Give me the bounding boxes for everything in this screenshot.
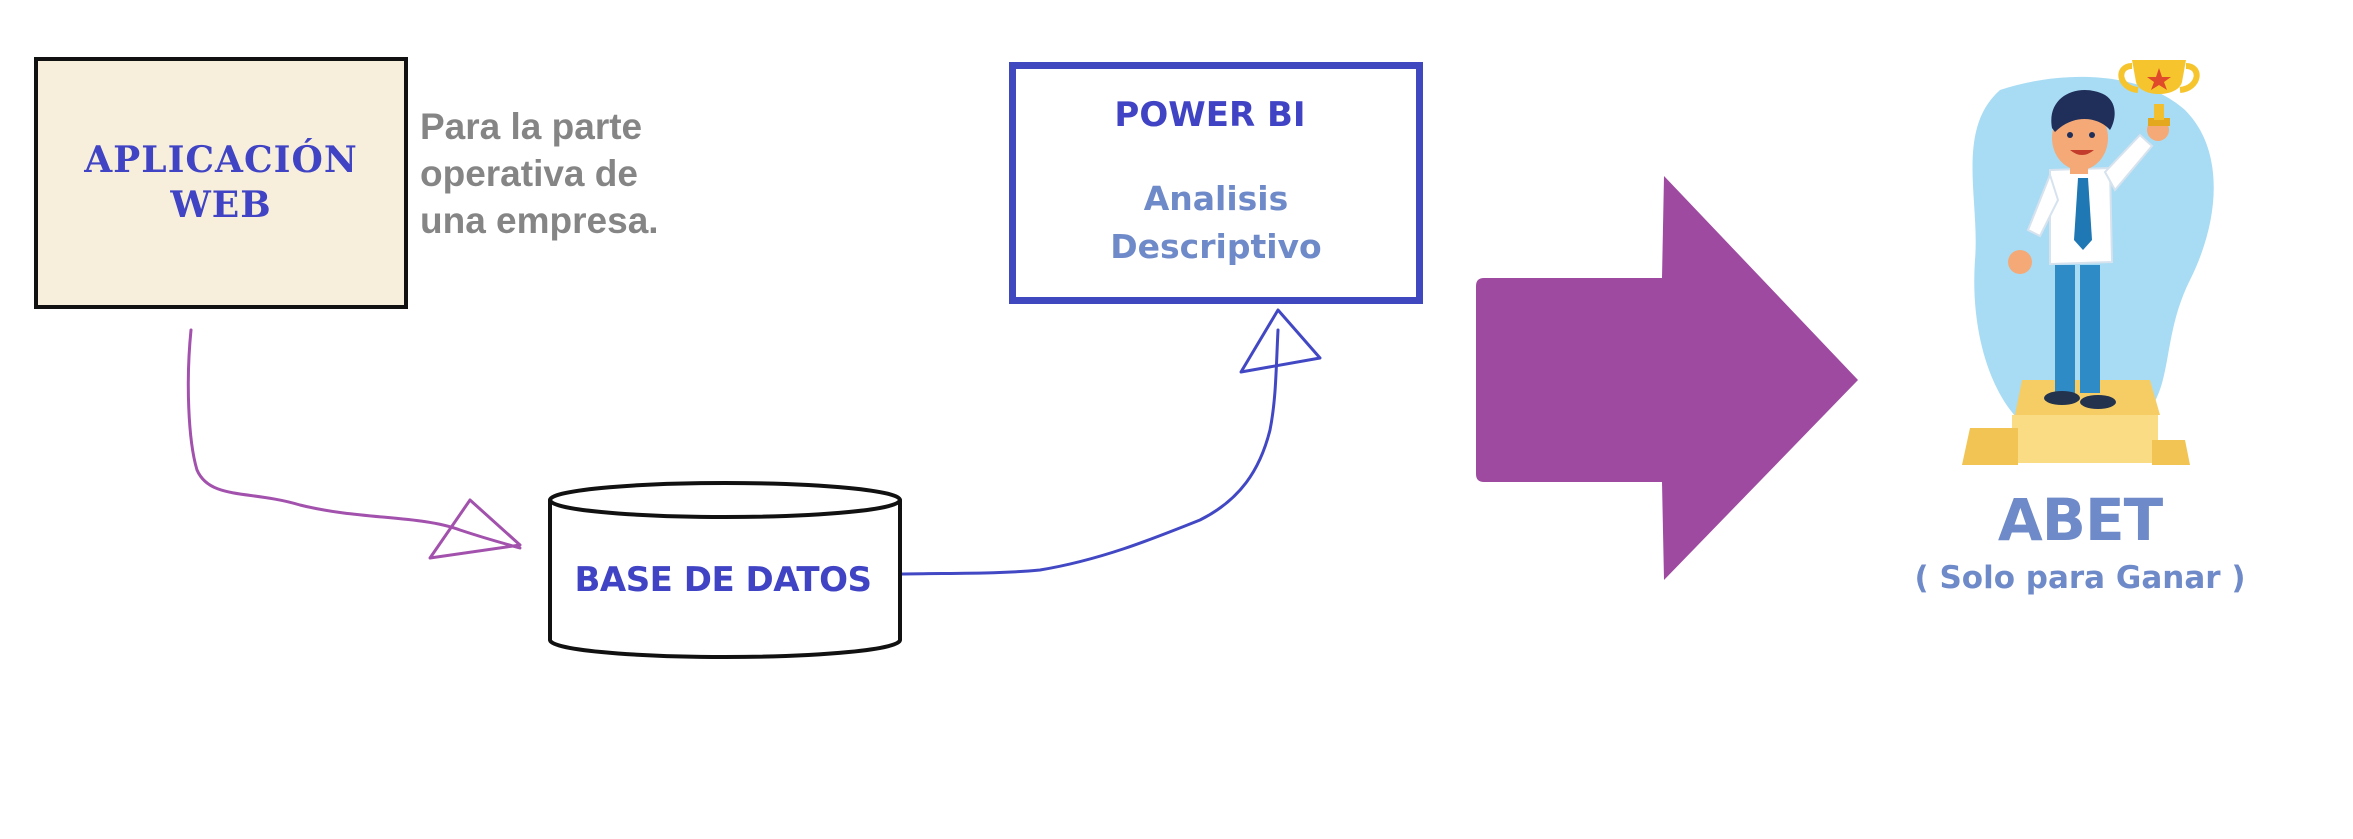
abet-subtitle: ( Solo para Ganar ) [1914,560,2246,596]
app-web-box: APLICACIÓN WEB [34,57,408,309]
app-web-line2: WEB [170,184,272,226]
db-to-powerbi-arrowhead [1239,308,1322,374]
power-bi-title: POWER BI [1114,95,1306,135]
note-line1: Para la parte [420,106,643,147]
note-line3: una empresa. [420,200,659,241]
app-web-line1: APLICACIÓN [84,139,358,181]
note-line2: operativa de [420,153,638,194]
abet-title: ABET [1997,486,2163,554]
power-bi-box: POWER BI Analisis Descriptivo [1009,62,1423,304]
database-label: BASE DE DATOS [574,560,872,600]
power-bi-line1: Analisis [1143,179,1289,218]
power-bi-line2: Descriptivo [1110,227,1322,266]
database-cylinder [548,481,902,659]
app-to-db-arrowhead [428,498,522,560]
db-to-powerbi-connector [898,308,1322,576]
winner-illustration-icon [1962,60,2214,465]
app-to-db-connector [186,328,522,560]
big-arrow [1476,176,1858,580]
app-note: Para la parte operativa de una empresa. [420,103,750,244]
